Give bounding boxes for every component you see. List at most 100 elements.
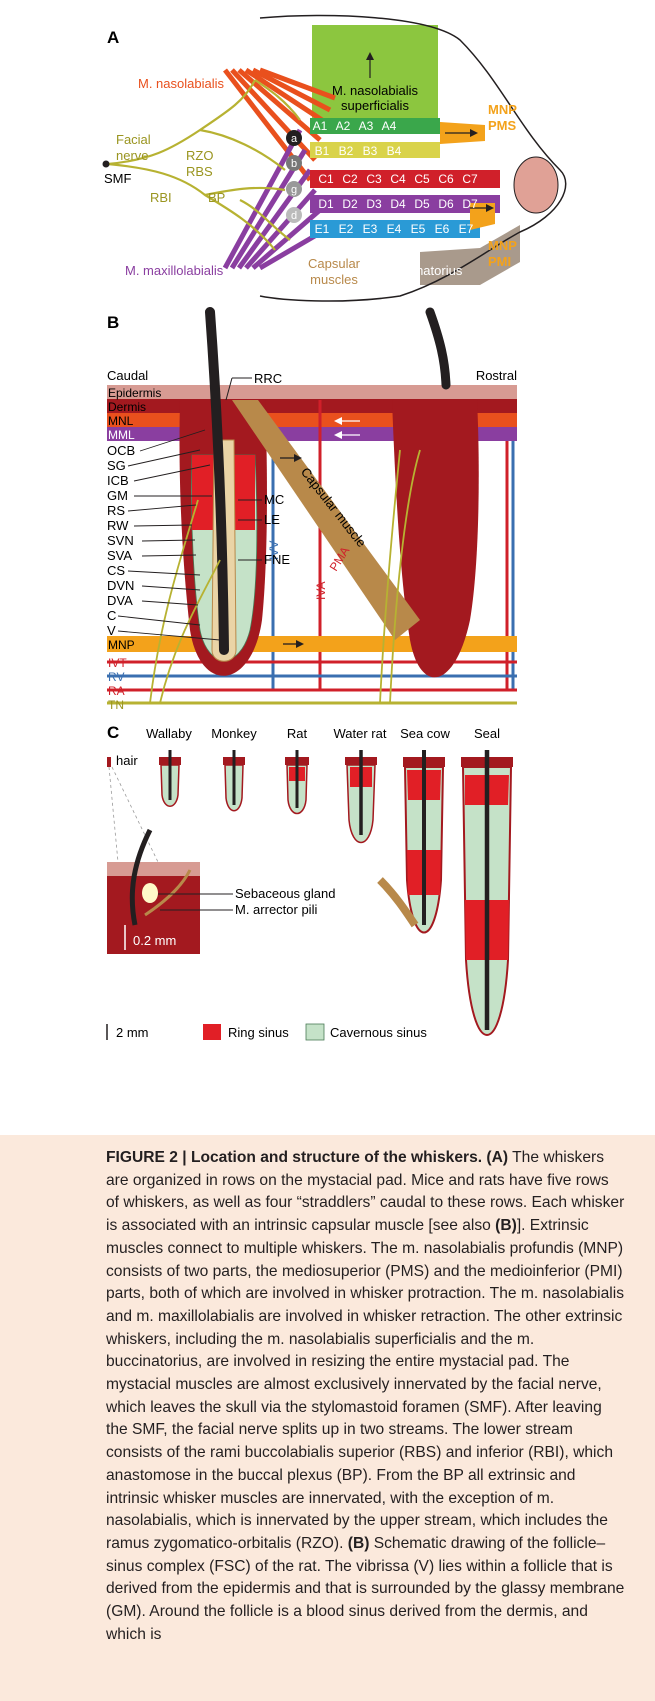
whisker-a2: A2 — [336, 119, 351, 133]
whisker-d5: D5 — [414, 197, 430, 211]
layer-label-dermis: Dermis — [108, 400, 146, 414]
straddler-a: a — [291, 133, 298, 145]
label-hair: hair — [116, 753, 138, 768]
caption-ref-b-1: (B) — [495, 1217, 517, 1234]
row-a-band — [310, 118, 440, 134]
whisker-c4: C4 — [390, 172, 406, 186]
label-le: LE — [264, 512, 280, 527]
whisker-c2: C2 — [342, 172, 358, 186]
follicle-rat — [285, 750, 309, 814]
whisker-e4: E4 — [387, 222, 402, 236]
panel-b: B Caudal Rostral Epidermis Dermis MNL MM… — [107, 312, 517, 712]
whisker-b1: B1 — [315, 144, 330, 158]
follicle-sea-cow — [380, 750, 445, 933]
label-gm: GM — [107, 488, 128, 503]
whisker-e6: E6 — [435, 222, 450, 236]
whisker-d1: D1 — [318, 197, 334, 211]
label-arrector: M. arrector pili — [235, 902, 317, 917]
whisker-b3: B3 — [363, 144, 378, 158]
label-capsular-2: muscles — [310, 272, 358, 287]
whisker-e5: E5 — [411, 222, 426, 236]
label-rzo: RZO — [186, 148, 213, 163]
label-facial-1: Facial — [116, 132, 151, 147]
label-rostral: Rostral — [476, 368, 517, 383]
label-scale-large: 2 mm — [116, 1025, 149, 1040]
figure-caption: FIGURE 2 | Location and structure of the… — [106, 1147, 626, 1646]
legend-ring-label: Ring sinus — [228, 1025, 289, 1040]
label-dva: DVA — [107, 593, 133, 608]
label-smf: SMF — [104, 171, 132, 186]
layer-label-mnp: MNP — [108, 638, 135, 652]
label-rw: RW — [107, 518, 129, 533]
label-facial-2: nerve — [116, 148, 149, 163]
follicle-water-rat — [345, 750, 377, 843]
whisker-e7: E7 — [459, 222, 474, 236]
whisker-a4: A4 — [382, 119, 397, 133]
label-icb: ICB — [107, 473, 129, 488]
whisker-d4: D4 — [390, 197, 406, 211]
label-caudal: Caudal — [107, 368, 148, 383]
label-rbi: RBI — [150, 190, 172, 205]
label-sg: SG — [107, 458, 126, 473]
caption-title: FIGURE 2 | Location and structure of the… — [106, 1149, 482, 1166]
layer-label-ivt: IVT — [108, 656, 127, 670]
label-bp: BP — [208, 190, 225, 205]
label-capsular-1: Capsular — [308, 256, 361, 271]
whisker-d6: D6 — [438, 197, 454, 211]
whisker-d3: D3 — [366, 197, 382, 211]
label-superficialis-2: superficialis — [341, 98, 409, 113]
label-mc: MC — [264, 492, 284, 507]
label-maxillolabialis: M. maxillolabialis — [125, 263, 224, 278]
whisker-b4: B4 — [387, 144, 402, 158]
whisker-a1: A1 — [313, 119, 328, 133]
whisker-d2: D2 — [342, 197, 358, 211]
layer-label-ra: RA — [108, 684, 125, 698]
species-rat: Rat — [287, 726, 308, 741]
straddler-b: b — [291, 158, 297, 170]
label-nasolabialis: M. nasolabialis — [138, 76, 224, 91]
whisker-c5: C5 — [414, 172, 430, 186]
label-svn: SVN — [107, 533, 134, 548]
whisker-e3: E3 — [363, 222, 378, 236]
whisker-e2: E2 — [339, 222, 354, 236]
label-cs: CS — [107, 563, 125, 578]
layer-epidermis — [107, 385, 517, 399]
whisker-c7: C7 — [462, 172, 478, 186]
label-dvn: DVN — [107, 578, 134, 593]
rostral-follicle — [392, 400, 479, 677]
label-c: C — [107, 608, 116, 623]
label-rrc: RRC — [254, 371, 282, 386]
caption-ref-b-2: (B) — [348, 1535, 370, 1552]
label-fne: FNE — [264, 552, 290, 567]
whisker-c3: C3 — [366, 172, 382, 186]
panel-b-letter: B — [107, 313, 119, 332]
species-sea-cow: Sea cow — [400, 726, 450, 741]
caption-ref-a: (A) — [486, 1149, 508, 1166]
fsc-left-labels: OCB SG ICB GM RS RW SVN SVA CS DVN DVA C… — [107, 443, 135, 638]
panel-c: C Wallaby Monkey Rat Water rat Sea cow S… — [107, 723, 513, 1040]
straddler-g: g — [291, 184, 297, 196]
species-seal: Seal — [474, 726, 500, 741]
legend-ring-swatch — [203, 1024, 221, 1040]
legend-cavernous-label: Cavernous sinus — [330, 1025, 427, 1040]
panel-a: A M. nasolabialis superficialis — [103, 16, 566, 302]
layer-label-rv: RV — [108, 670, 124, 684]
label-rbs: RBS — [186, 164, 213, 179]
label-mnp-top-2: PMS — [488, 118, 517, 133]
whisker-d7: D7 — [462, 197, 478, 211]
whisker-c1: C1 — [318, 172, 334, 186]
label-mnp-bot-1: MNP — [488, 238, 517, 253]
species-labels: Wallaby Monkey Rat Water rat Sea cow Sea… — [146, 726, 500, 741]
label-mnp-top-1: MNP — [488, 102, 517, 117]
whisker-e1: E1 — [315, 222, 330, 236]
layer-label-tn: TN — [108, 698, 124, 712]
caption-text-2: ]. Extrinsic muscles connect to multiple… — [106, 1217, 624, 1552]
layer-label-mml: MML — [108, 428, 135, 442]
nose — [514, 157, 558, 213]
panel-c-letter: C — [107, 723, 119, 742]
label-sva: SVA — [107, 548, 132, 563]
species-monkey: Monkey — [211, 726, 257, 741]
species-water-rat: Water rat — [334, 726, 387, 741]
label-iva: IVA — [314, 582, 328, 600]
label-mnp-bot-2: PMI — [488, 254, 511, 269]
